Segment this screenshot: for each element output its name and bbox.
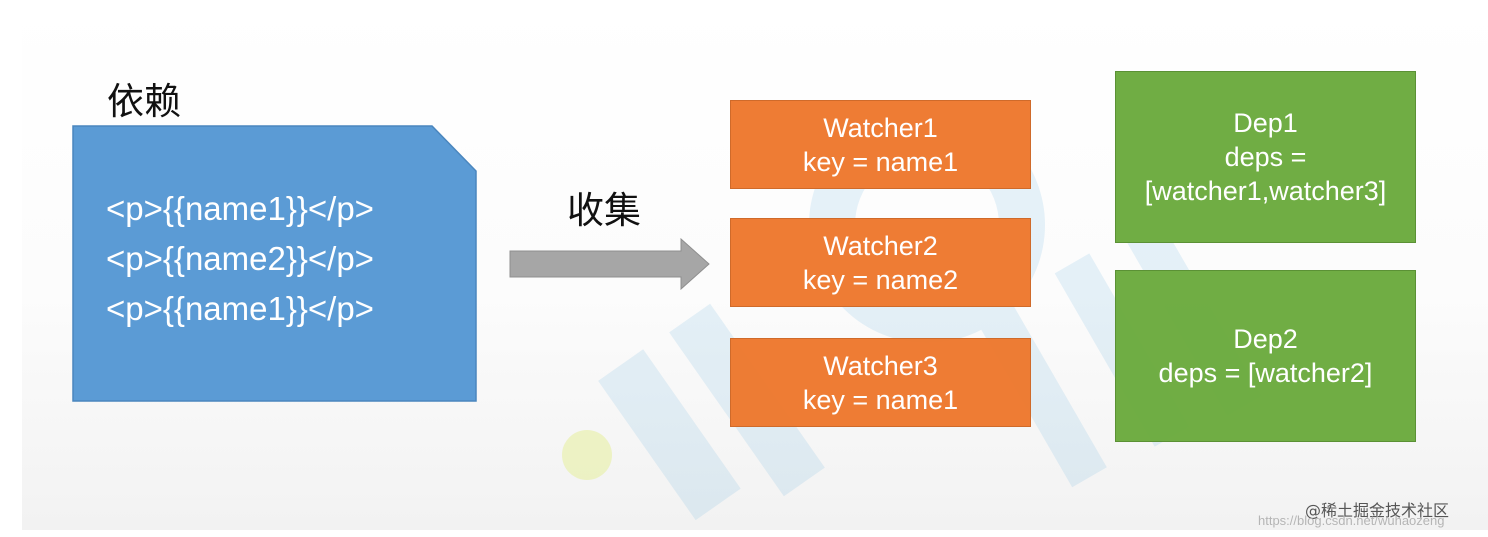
watcher-title: Watcher3 [823, 350, 938, 381]
dep-line: [watcher1,watcher3] [1144, 176, 1387, 206]
template-line: <p>{{name2}}</p> [106, 240, 374, 277]
watcher3-box: Watcher3 key = name1 [730, 338, 1031, 427]
dep2-box: Dep2 deps = [watcher2] [1115, 270, 1416, 442]
collect-arrow [509, 238, 710, 290]
template-line: <p>{{name1}}</p> [106, 190, 374, 227]
watcher-key: key = name2 [802, 264, 959, 295]
watcher-title: Watcher2 [823, 230, 938, 261]
template-box [72, 125, 477, 402]
dependency-label: 依赖 [107, 80, 181, 123]
diagram-slide: 依赖 <p>{{name1}}</p> <p>{{name2}}</p> <p>… [22, 0, 1488, 530]
dep-line: deps = [1224, 142, 1307, 172]
source-url: https://blog.csdn.net/wuhaozeng [1258, 513, 1445, 528]
dep-line: deps = [watcher2] [1158, 358, 1373, 388]
collect-label: 收集 [567, 189, 641, 232]
template-code: <p>{{name1}}</p> <p>{{name2}}</p> <p>{{n… [106, 184, 466, 334]
watcher1-box: Watcher1 key = name1 [730, 100, 1031, 189]
source-credit: @稀土掘金技术社区 [1305, 501, 1450, 520]
watcher-key: key = name1 [802, 146, 959, 177]
dep1-box: Dep1 deps = [watcher1,watcher3] [1115, 71, 1416, 243]
watcher-key: key = name1 [802, 384, 959, 415]
dep-title: Dep2 [1233, 324, 1298, 354]
template-line: <p>{{name1}}</p> [106, 290, 374, 327]
watcher-title: Watcher1 [823, 112, 938, 143]
watcher2-box: Watcher2 key = name2 [730, 218, 1031, 307]
dep-title: Dep1 [1233, 108, 1298, 138]
